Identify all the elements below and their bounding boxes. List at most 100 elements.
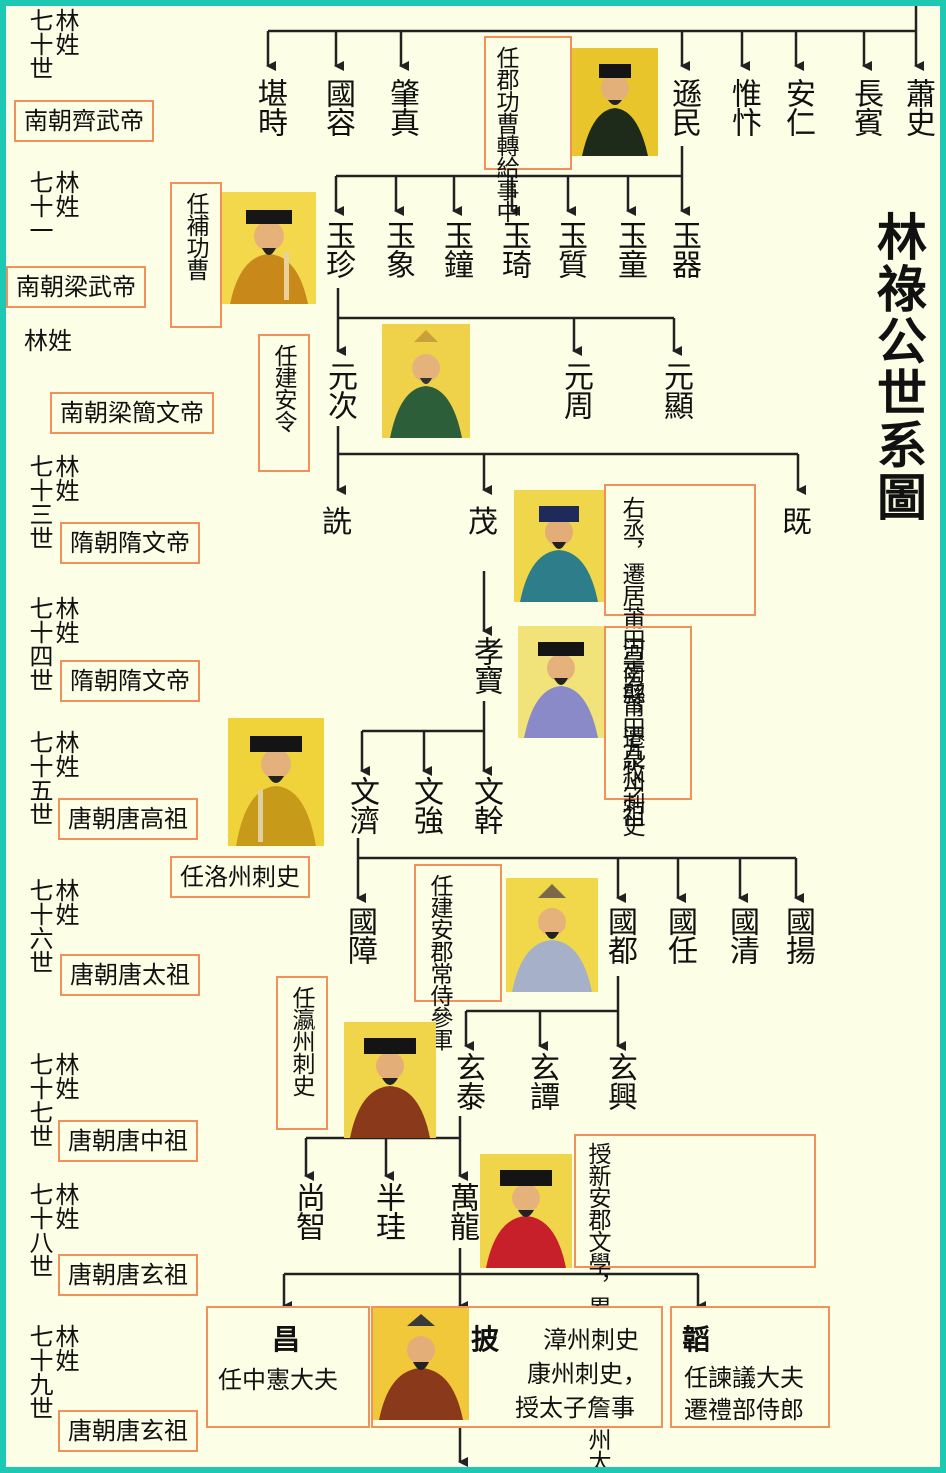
note-text: 河南縣，遷泉州刺史 <box>618 638 644 836</box>
generation-label: 七十三世 <box>25 454 53 550</box>
person-name: 安仁 <box>780 78 815 136</box>
dynasty-label: 南朝梁簡文帝 <box>50 392 214 434</box>
generation-label: 林姓 <box>51 878 79 926</box>
generation-label: 七十世 <box>25 8 53 80</box>
dynasty-label: 南朝梁武帝 <box>6 266 146 308</box>
person-name: 國揚 <box>780 906 815 964</box>
dynasty-label: 唐朝唐玄祖 <box>58 1410 198 1452</box>
person-name: 萬龍 <box>444 1182 479 1240</box>
person-title: 授太子詹事 <box>515 1394 635 1422</box>
generation-label: 七十九世 <box>25 1324 53 1420</box>
generation-label: 林姓 <box>51 454 79 502</box>
person-name: 國障 <box>342 906 377 964</box>
person-name: 昌 <box>272 1323 301 1356</box>
dynasty-label: 隋朝隋文帝 <box>60 660 200 702</box>
person-name: 堪時 <box>252 78 287 136</box>
person-name: 玉琦 <box>496 220 531 278</box>
connector-lines <box>266 6 924 1467</box>
note-text: 任郡功曹轉給事中 <box>492 46 518 222</box>
dynasty-label: 唐朝唐玄祖 <box>58 1254 198 1296</box>
generation-label: 七十一 <box>25 170 53 242</box>
person-name: 孝寶 <box>468 636 503 694</box>
generation-label: 林姓 <box>51 730 79 778</box>
person-name: 玉童 <box>612 220 647 278</box>
person-name: 玄泰 <box>450 1052 485 1110</box>
person-name: 國任 <box>662 906 697 964</box>
person-name: 國都 <box>602 906 637 964</box>
generation-label: 七十四世 <box>25 596 53 692</box>
generation-label: 林姓 <box>51 8 79 56</box>
dynasty-label: 唐朝唐中祖 <box>58 1120 198 1162</box>
note-text: 任建安令 <box>270 344 296 432</box>
dynasty-label: 南朝齊武帝 <box>14 100 154 142</box>
person-name: 玉象 <box>380 220 415 278</box>
portrait-image <box>572 48 658 156</box>
person-name: 蕭史 <box>900 78 935 136</box>
person-name: 半珪 <box>370 1182 405 1240</box>
generation-label: 林姓 <box>51 1182 79 1230</box>
dynasty-label: 唐朝唐太祖 <box>60 954 200 996</box>
person-name: 長賓 <box>848 78 883 136</box>
note-box: 任建安郡常侍參軍 <box>414 864 502 1050</box>
person-box: 昌 任中憲大夫 <box>206 1306 370 1428</box>
person-name: 玉質 <box>552 220 587 278</box>
note-box: 任瀛州刺史 <box>276 976 328 1130</box>
person-name: 文濟 <box>344 776 379 834</box>
generation-label: 七十五世 <box>25 730 53 826</box>
note-box: 任補功曹 <box>170 182 222 328</box>
person-name: 韜 <box>682 1323 711 1356</box>
person-name: 文強 <box>408 776 443 834</box>
person-title: 漳州刺史 <box>543 1326 639 1354</box>
generation-label: 七十七世 <box>25 1052 53 1148</box>
person-name: 玉器 <box>666 220 701 278</box>
person-name: 國清 <box>724 906 759 964</box>
generation-label: 七十八世 <box>25 1182 53 1278</box>
person-name: 玄興 <box>602 1052 637 1110</box>
note-text: 任瀛州刺史 <box>288 986 314 1096</box>
dynasty-label: 唐朝唐高祖 <box>58 798 198 840</box>
person-name: 茂 <box>468 505 498 540</box>
person-name: 國容 <box>320 78 355 136</box>
portrait-image <box>506 878 598 992</box>
portrait-image <box>344 1022 436 1138</box>
person-name: 既 <box>782 505 812 540</box>
person-name: 詵 <box>322 505 352 540</box>
note-text: 任補功曹 <box>182 192 208 280</box>
note-box: 任洛州刺史 <box>170 856 310 898</box>
note-text: 授新安郡文學，累遷長史，饒州太守改行守高平郡太守 <box>584 1142 610 1467</box>
person-title: 任中憲大夫 <box>218 1366 338 1394</box>
person-name: 元次 <box>322 361 357 419</box>
portrait-image <box>228 718 324 846</box>
family-tree-diagram: 林祿公世系圖 林姓 七十世 南朝齊武帝 林姓 七十一 南朝梁武帝 林姓 南朝梁簡… <box>6 6 940 1467</box>
person-name: 元顯 <box>658 361 693 419</box>
generation-label: 林姓 <box>51 170 79 218</box>
person-name: 尚智 <box>290 1182 325 1240</box>
portrait-image <box>222 192 316 304</box>
note-text: 右丞，遷居莆田是為莆田九牧之祖 <box>618 496 644 826</box>
person-name: 遜民 <box>666 78 701 136</box>
person-name: 文幹 <box>468 776 503 834</box>
portrait-image <box>382 324 470 438</box>
generation-label: 林姓 <box>24 327 72 355</box>
person-name: 惟忭 <box>726 78 761 136</box>
portrait-image <box>373 1308 469 1420</box>
person-title: 遷禮部侍郎 <box>684 1396 804 1424</box>
person-name: 玉鐘 <box>438 220 473 278</box>
note-box: 任建安令 <box>258 334 310 472</box>
portrait-image <box>518 626 604 738</box>
person-name: 玄譚 <box>524 1052 559 1110</box>
note-box: 任郡功曹轉給事中 <box>484 36 572 222</box>
portrait-image <box>480 1154 572 1268</box>
generation-label: 林姓 <box>51 1324 79 1372</box>
diagram-title: 林祿公世系圖 <box>869 211 928 523</box>
person-name: 披 <box>471 1323 500 1356</box>
person-title: 任諫議大夫 <box>684 1364 804 1392</box>
person-box: 韜 任諫議大夫 遷禮部侍郎 <box>670 1306 830 1428</box>
person-name: 玉珍 <box>320 220 355 278</box>
person-title: 康州刺史， <box>527 1360 647 1388</box>
note-box: 河南縣，遷泉州刺史 <box>604 626 692 836</box>
dynasty-label: 隋朝隋文帝 <box>60 522 200 564</box>
person-name: 肇真 <box>384 78 419 136</box>
generation-label: 林姓 <box>51 1052 79 1100</box>
portrait-image <box>514 490 604 602</box>
